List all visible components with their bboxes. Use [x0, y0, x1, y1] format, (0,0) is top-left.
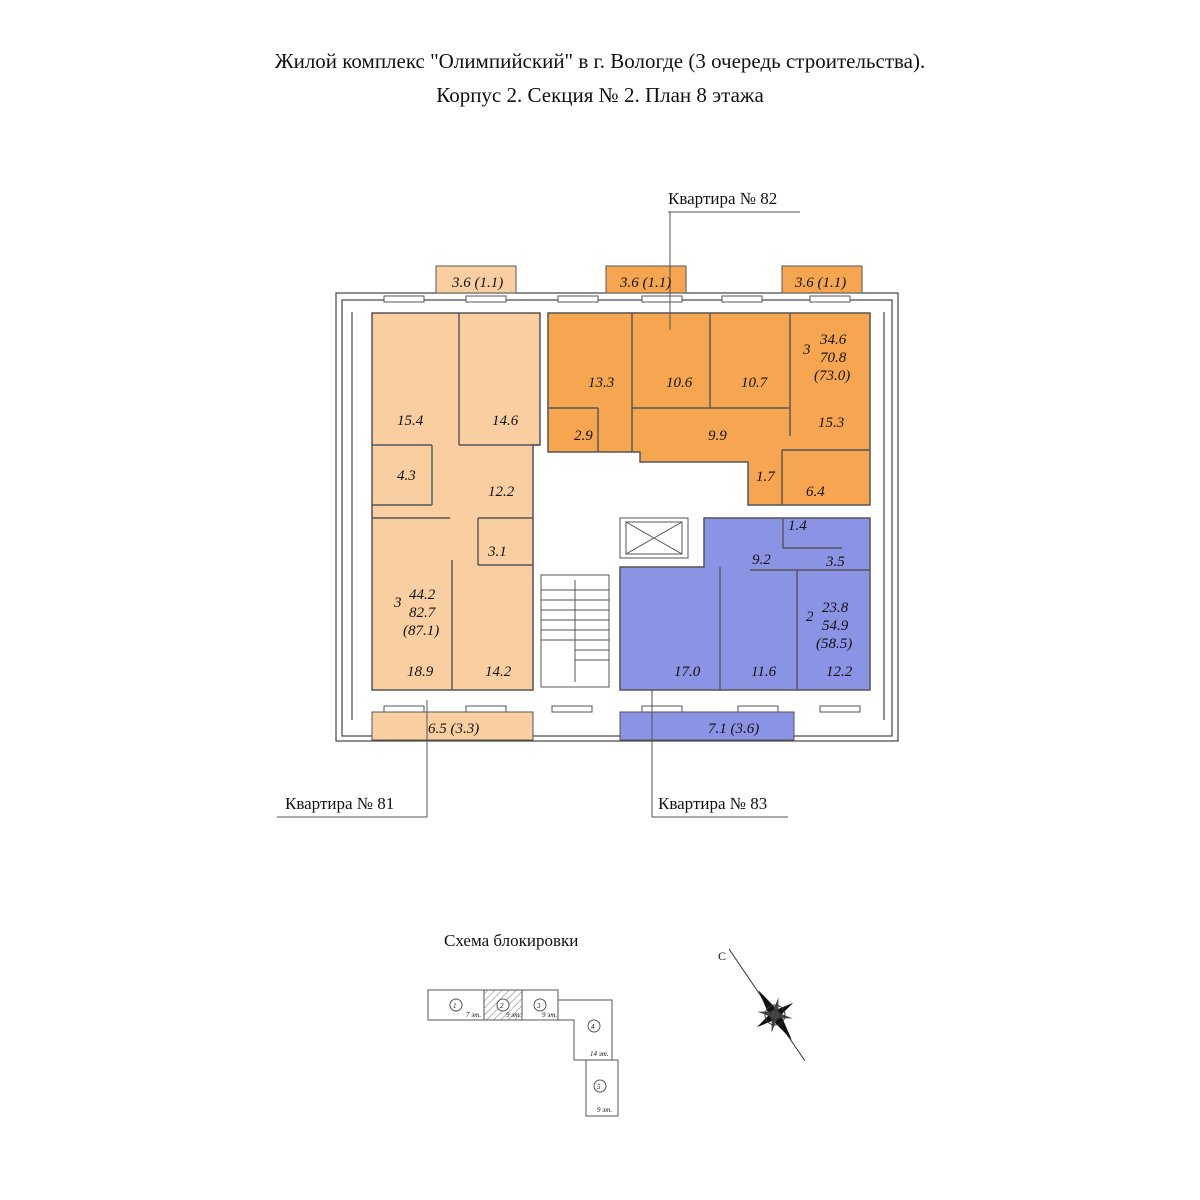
apartment-82-room-area: 13.3	[588, 375, 614, 391]
apartment-83-area[interactable]	[619, 517, 871, 691]
scheme-section-4-num: 4	[591, 1023, 595, 1031]
apartment-82-total-with-balcony: (73.0)	[814, 368, 850, 384]
elevator-shaft	[619, 517, 689, 559]
windows	[383, 295, 861, 713]
apartment-83-room-area: 3.5	[825, 554, 845, 570]
apartment-83-balcony-label: 7.1 (3.6)	[708, 721, 759, 737]
scheme-section-3-floors: 9 эт.	[542, 1011, 557, 1019]
apartment-83[interactable]	[619, 517, 871, 741]
apartment-81-room-area: 18.9	[407, 664, 434, 680]
apartment-83-room-area: 9.2	[752, 552, 771, 568]
compass-north-label: С	[718, 949, 726, 963]
scheme-section-5-floors: 9 эт.	[597, 1106, 612, 1114]
apartment-83-room-area: 1.4	[788, 518, 807, 534]
apartment-81-room-area: 14.2	[485, 664, 512, 680]
apartment-82-rooms-count: 3	[802, 342, 811, 358]
apartment-82-room-area: 10.7	[741, 375, 769, 391]
scheme-section-4	[557, 999, 613, 1061]
page-title: Жилой комплекс "Олимпийский" в г. Вологд…	[274, 49, 926, 73]
scheme-section-3-num: 3	[536, 1002, 541, 1010]
apartment-81-balcony-top[interactable]	[435, 265, 517, 294]
apartment-81-balcony-label: 6.5 (3.3)	[428, 721, 479, 737]
apartment-82-balcony-right-label: 3.6 (1.1)	[794, 275, 846, 291]
apartment-82-room-area: 15.3	[818, 415, 844, 431]
apartment-82-total-area: 70.8	[820, 350, 847, 366]
scheme-section-1-floors: 7 эт.	[466, 1011, 481, 1019]
apartment-81-balcony-top-label: 3.6 (1.1)	[451, 275, 503, 291]
interior-walls	[372, 313, 870, 690]
apartment-81-balcony[interactable]	[371, 711, 534, 741]
apartment-82-room-area: 6.4	[806, 484, 825, 500]
apartment-81[interactable]	[371, 265, 541, 741]
apartment-82-room-area: 9.9	[708, 428, 727, 444]
apartment-83-room-area: 17.0	[674, 664, 701, 680]
apartment-81-room-area: 4.3	[397, 468, 416, 484]
apartment-82-room-area: 2.9	[574, 428, 593, 444]
apartment-81-room-area: 14.6	[492, 413, 519, 429]
apartment-83-total-with-balcony: (58.5)	[816, 636, 852, 652]
scheme-section-1-num: 1	[453, 1002, 457, 1010]
apartment-83-caption: Квартира № 83	[658, 794, 767, 813]
apartment-81-room-area: 12.2	[488, 484, 515, 500]
stairwell	[540, 574, 610, 688]
apartment-81-total-area: 82.7	[409, 605, 437, 621]
apartment-83-balcony[interactable]	[619, 711, 795, 741]
scheme-section-5-num: 5	[597, 1083, 601, 1091]
scheme-title: Схема блокировки	[444, 931, 579, 950]
apartment-83-rooms-count: 2	[806, 609, 814, 625]
apartment-82-balcony-mid[interactable]	[605, 265, 687, 294]
apartment-82-room-area: 1.7	[756, 469, 776, 485]
scheme-section-2-num: 2	[500, 1002, 504, 1010]
apartment-83-total-area: 54.9	[822, 618, 849, 634]
block-scheme	[427, 989, 619, 1117]
scheme-labels: 1 7 эт. 2 9 эт. 3 9 эт. 4 14 эт. 5 9 эт.	[449, 998, 612, 1114]
callout-lines	[277, 211, 800, 818]
apartment-81-area[interactable]	[371, 312, 541, 691]
scheme-section-4-floors: 14 эт.	[590, 1050, 609, 1058]
scheme-section-2-floors: 9 эт.	[506, 1011, 521, 1019]
page-subtitle: Корпус 2. Секция № 2. План 8 этажа	[436, 83, 764, 107]
apartment-81-room-area: 3.1	[487, 544, 507, 560]
compass-icon	[728, 948, 806, 1062]
apartment-82-living-area: 34.6	[819, 332, 847, 348]
apartment-82-balcony-mid-label: 3.6 (1.1)	[619, 275, 671, 291]
apartment-83-living-area: 23.8	[822, 600, 849, 616]
apartment-82-balcony-right[interactable]	[781, 265, 863, 294]
apartment-83-room-area: 11.6	[751, 664, 777, 680]
apartment-81-living-area: 44.2	[409, 587, 436, 603]
apartment-81-rooms-count: 3	[393, 595, 402, 611]
apartment-81-total-with-balcony: (87.1)	[403, 623, 439, 639]
apartment-81-caption: Квартира № 81	[285, 794, 394, 813]
apartment-82-room-area: 10.6	[666, 375, 693, 391]
apartment-81-room-area: 15.4	[397, 413, 424, 429]
apartment-82-caption: Квартира № 82	[668, 189, 777, 208]
apartment-83-room-area: 12.2	[826, 664, 853, 680]
